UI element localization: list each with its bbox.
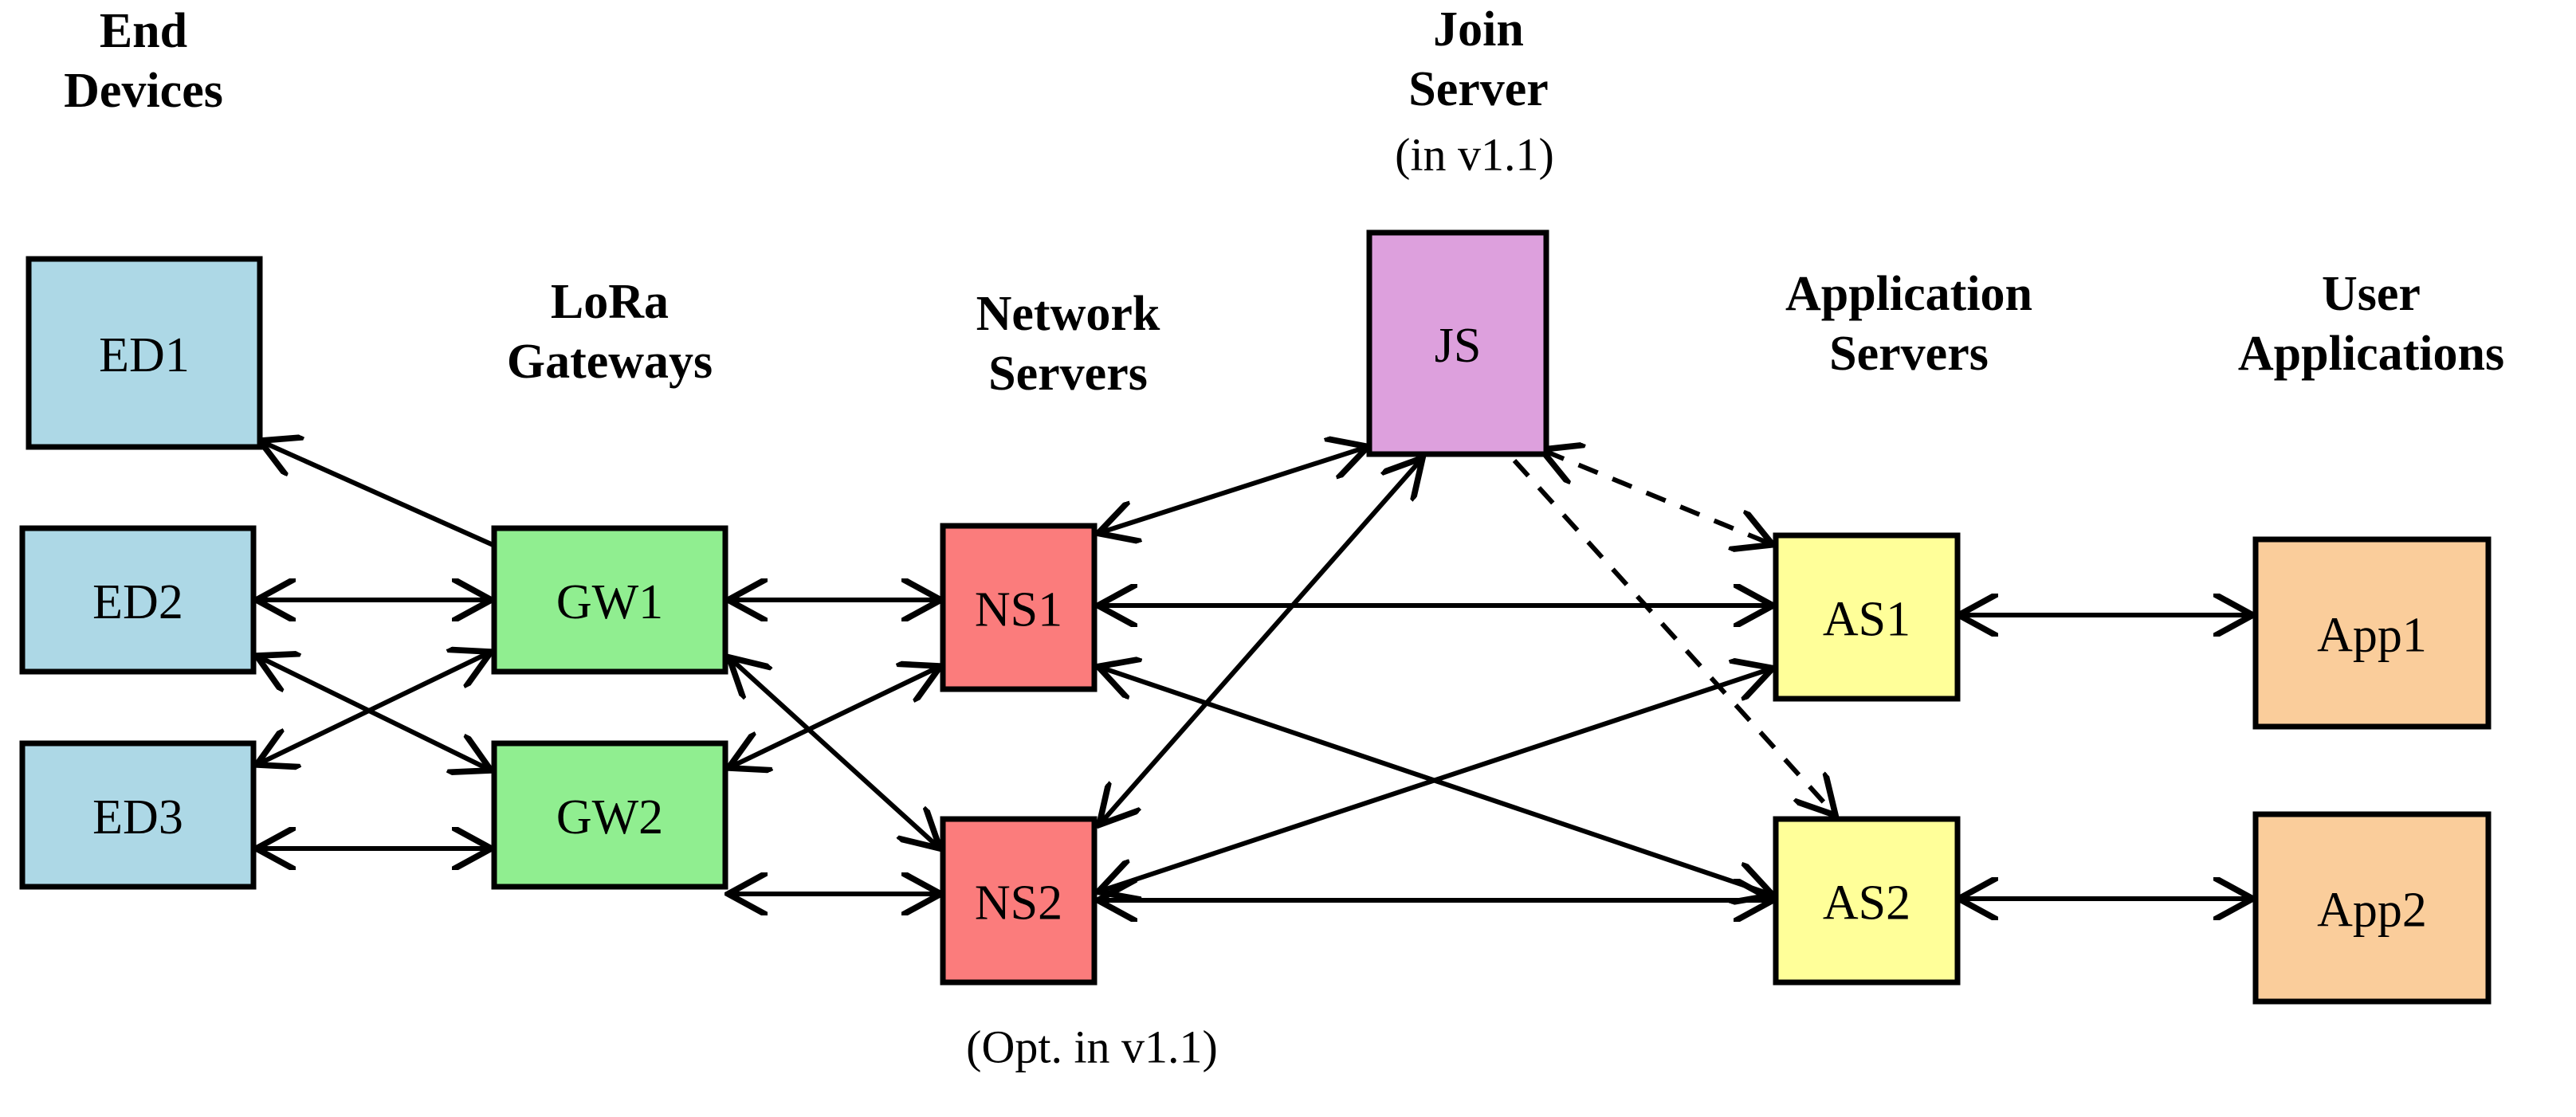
header-network-servers-line2: Servers — [988, 347, 1148, 401]
node-box-as2[interactable] — [1773, 816, 1961, 986]
header-user-applications-line2: Applications — [2238, 327, 2504, 381]
node-label-ed1: ED1 — [99, 328, 190, 382]
header-lora-gateways-line1: LoRa — [551, 275, 669, 329]
node-ed1[interactable]: ED1 — [26, 256, 263, 450]
node-ns2[interactable]: NS2 — [940, 816, 1098, 986]
column-header-user-applications: User Applications — [2238, 267, 2504, 381]
node-box-gw2[interactable] — [491, 740, 728, 890]
node-as2[interactable]: AS2 — [1773, 816, 1961, 986]
node-label-ed3: ED3 — [92, 790, 183, 845]
node-ed2[interactable]: ED2 — [19, 525, 257, 675]
node-box-app1[interactable] — [2252, 536, 2492, 730]
node-label-app2: App2 — [2317, 884, 2427, 938]
node-gw1[interactable]: GW1 — [491, 525, 728, 675]
column-header-lora-gateways: LoRa Gateways — [507, 275, 713, 389]
node-label-js: JS — [1435, 319, 1482, 373]
node-js[interactable]: JS — [1366, 229, 1549, 457]
node-label-gw1: GW1 — [556, 575, 663, 629]
header-lora-gateways-line2: Gateways — [507, 335, 713, 389]
node-app2[interactable]: App2 — [2252, 811, 2492, 1005]
join-server-version-note: (in v1.1) — [1395, 128, 1554, 180]
node-label-ns1: NS1 — [975, 583, 1062, 637]
edge-ed3-gw1 — [260, 653, 488, 763]
header-user-applications-line1: User — [2322, 267, 2421, 321]
column-header-end-devices: End Devices — [64, 4, 223, 118]
network-server-optional-note: (Opt. in v1.1) — [966, 1021, 1218, 1072]
node-label-app1: App1 — [2317, 609, 2427, 663]
node-gw2[interactable]: GW2 — [491, 740, 728, 890]
node-box-as1[interactable] — [1773, 532, 1961, 702]
node-box-ed3[interactable] — [19, 740, 257, 890]
node-ed3[interactable]: ED3 — [19, 740, 257, 890]
node-app1[interactable]: App1 — [2252, 536, 2492, 730]
node-box-app2[interactable] — [2252, 811, 2492, 1005]
header-join-server-line2: Server — [1408, 62, 1549, 116]
header-end-devices-line1: End — [100, 4, 187, 58]
edge-js-as2 — [1512, 458, 1833, 813]
node-ns1[interactable]: NS1 — [940, 523, 1098, 692]
column-header-join-server: Join Server (in v1.1) — [1395, 2, 1554, 180]
header-end-devices-line2: Devices — [64, 64, 223, 118]
node-box-ed2[interactable] — [19, 525, 257, 675]
node-box-ns2[interactable] — [940, 816, 1098, 986]
edge-ed2-gw2 — [260, 657, 488, 769]
edges-layer — [260, 442, 2249, 900]
column-header-application-servers: Application Servers — [1785, 267, 2032, 381]
node-label-as1: AS1 — [1823, 593, 1910, 647]
edge-ns2-as1 — [1101, 669, 1769, 891]
node-label-ed2: ED2 — [92, 575, 183, 629]
edge-js-as1 — [1545, 451, 1769, 543]
edge-ns1-js — [1101, 448, 1365, 532]
node-label-ns2: NS2 — [975, 876, 1062, 931]
column-header-network-servers: Network Servers — [976, 287, 1160, 401]
node-box-ed1[interactable] — [26, 256, 263, 450]
edge-gw1-ed1 — [263, 442, 505, 552]
node-box-ns1[interactable] — [940, 523, 1098, 692]
header-application-servers-line1: Application — [1785, 267, 2032, 321]
node-box-gw1[interactable] — [491, 525, 728, 675]
edge-gw2-ns1 — [732, 668, 937, 766]
header-network-servers-line1: Network — [976, 287, 1160, 341]
node-box-js[interactable] — [1366, 229, 1549, 457]
header-join-server-line1: Join — [1433, 2, 1524, 57]
node-as1[interactable]: AS1 — [1773, 532, 1961, 702]
node-label-as2: AS2 — [1823, 876, 1910, 931]
node-label-gw2: GW2 — [556, 790, 663, 845]
header-application-servers-line2: Servers — [1829, 327, 1989, 381]
